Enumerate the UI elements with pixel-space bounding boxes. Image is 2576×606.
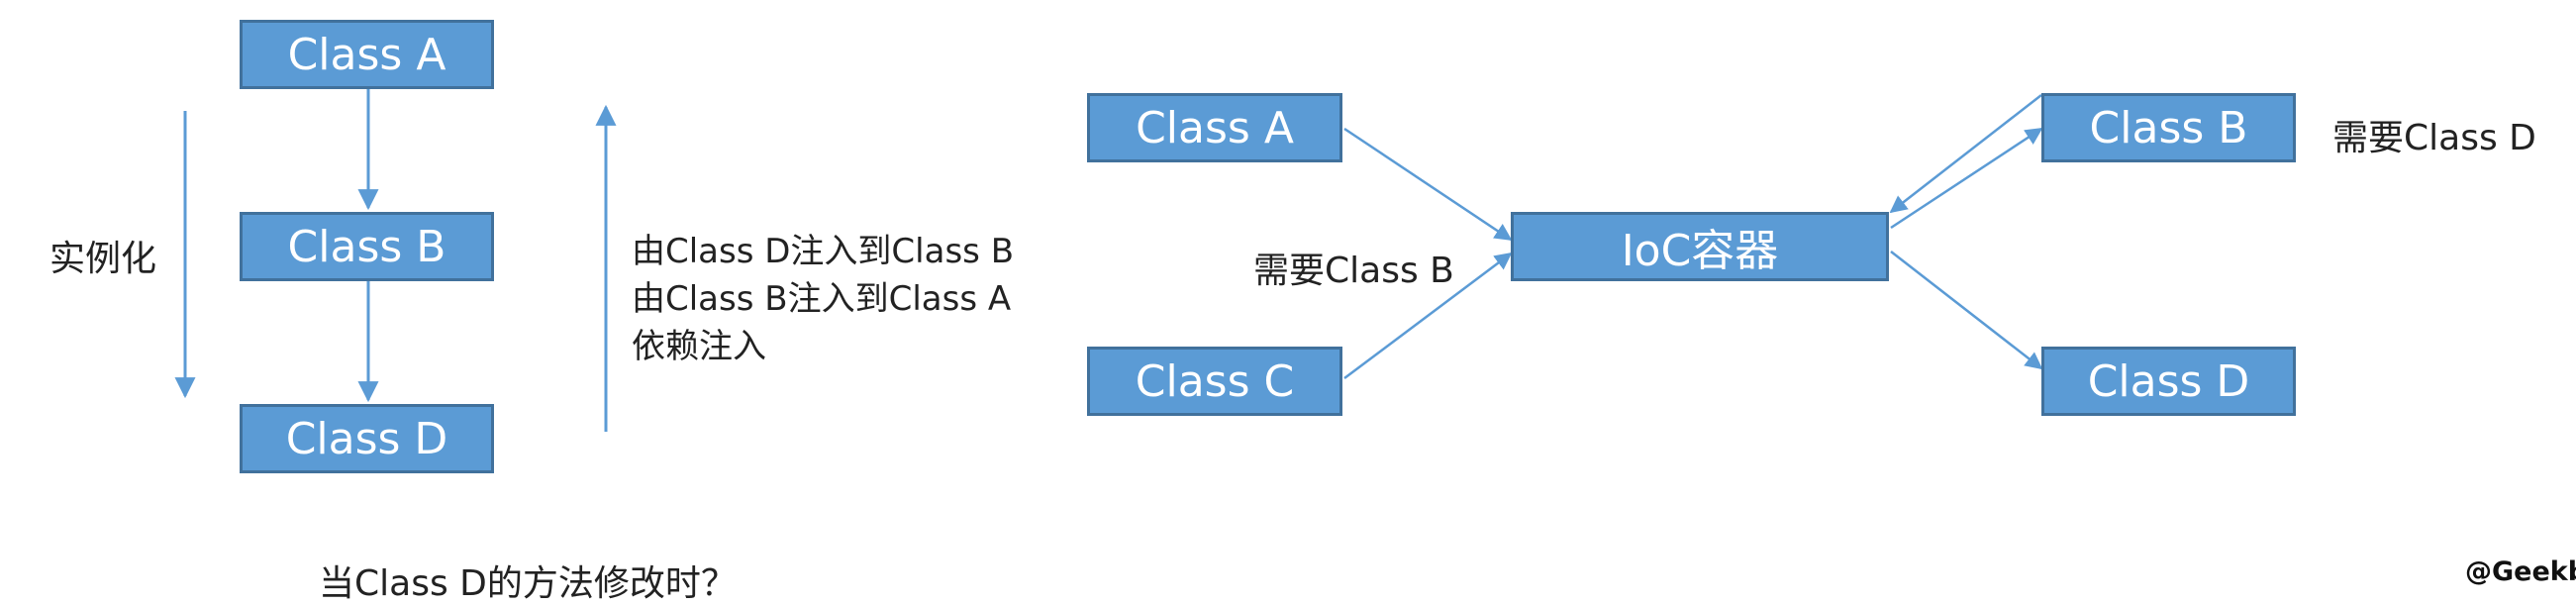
- left-class-b-box: Class B: [240, 212, 494, 281]
- needs-class-d-label: 需要Class D: [2332, 118, 2536, 158]
- ioc-container-box: IoC容器: [1511, 212, 1889, 281]
- left-class-d-box: Class D: [240, 404, 494, 473]
- question-text: 当Class D的方法修改时？: [319, 563, 737, 604]
- injection-line-1: 由Class D注入到Class B: [632, 232, 1015, 271]
- right-class-d-box: Class D: [2041, 347, 2296, 416]
- injection-line-2: 由Class B注入到Class A: [632, 279, 1012, 319]
- needs-class-b-label: 需要Class B: [1253, 251, 1454, 291]
- instantiate-label: 实例化: [50, 239, 157, 279]
- injection-description: 由Class D注入到Class B 由Class B注入到Class A 依赖…: [632, 228, 1014, 370]
- right-class-a-box: Class A: [1087, 93, 1342, 162]
- arrow-classc-to-ioc: [1343, 252, 1513, 379]
- arrow-ioc-to-classb: [1890, 127, 2043, 230]
- arrow-classb-to-ioc: [1889, 94, 2042, 214]
- right-class-b-box: Class B: [2041, 93, 2296, 162]
- arrow-classa-to-ioc: [1343, 127, 1513, 242]
- left-class-a-box: Class A: [240, 20, 494, 89]
- author-credit: @Geekby: [2465, 556, 2576, 587]
- arrow-ioc-to-classd: [1890, 251, 2043, 370]
- right-class-c-box: Class C: [1087, 347, 1342, 416]
- injection-line-3: 依赖注入: [632, 327, 766, 366]
